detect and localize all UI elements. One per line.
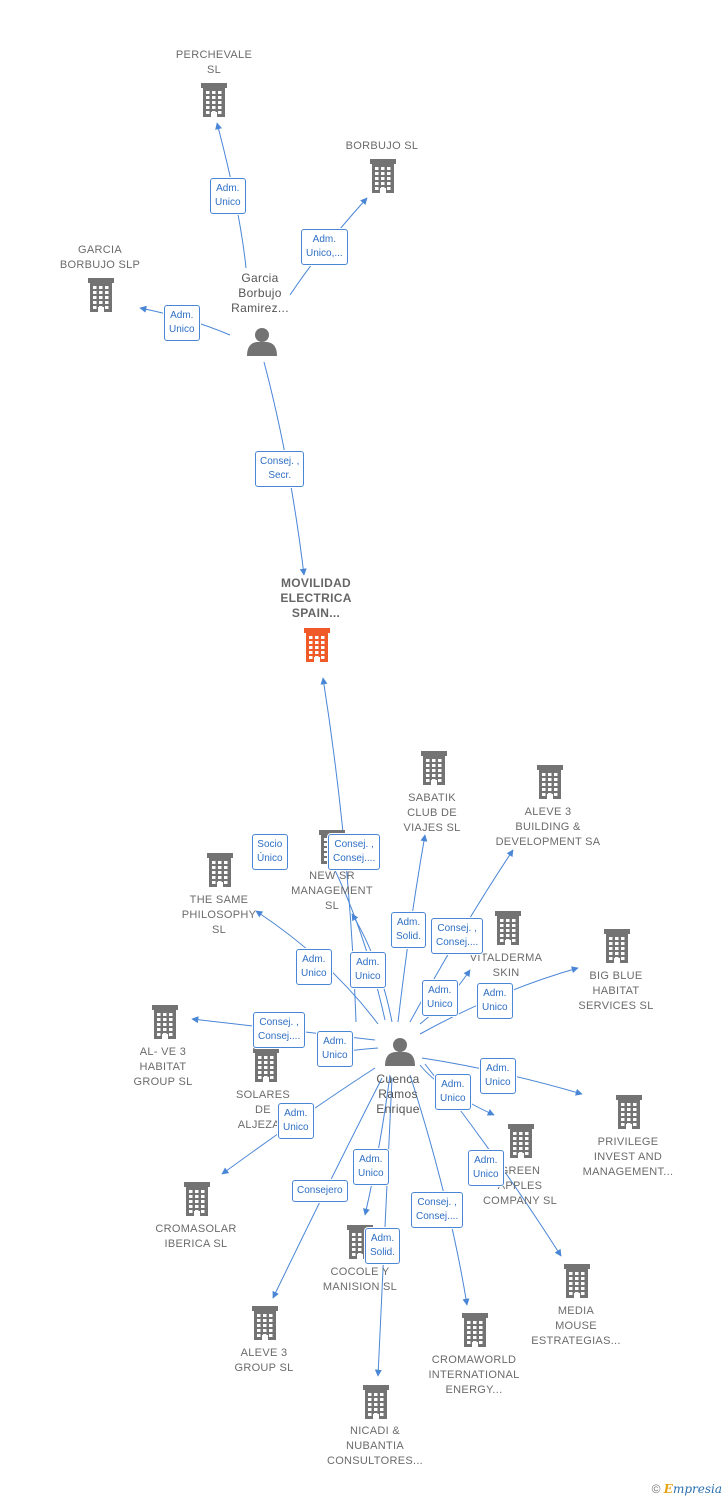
building-icon-borbujo[interactable] xyxy=(370,159,396,193)
building-icon-solares[interactable] xyxy=(253,1048,279,1082)
building-icon-aleve3-building[interactable] xyxy=(537,765,563,799)
building-icon-same-philosophy[interactable] xyxy=(207,853,233,887)
edge-cuenca-person-to-cocole xyxy=(363,1074,391,1216)
company-label-nicadi[interactable]: NICADI & NUBANTIA CONSULTORES... xyxy=(326,1425,424,1467)
building-icon-cromasolar[interactable] xyxy=(184,1182,210,1216)
building-icon-al-ve3[interactable] xyxy=(152,1005,178,1039)
person-icon-cuenca-person[interactable] xyxy=(385,1038,415,1066)
building-icon-nicadi[interactable] xyxy=(363,1385,389,1419)
building-icon-garcia-borbujo[interactable] xyxy=(88,278,114,312)
building-icon-aleve3-group[interactable] xyxy=(252,1306,278,1340)
company-label-solares[interactable]: SOLARES DE ALJEZAR xyxy=(235,1089,291,1131)
company-label-al-ve3[interactable]: AL- VE 3 HABITAT GROUP SL xyxy=(133,1046,193,1088)
copyright-symbol: © xyxy=(651,1482,661,1496)
company-label-cromaworld[interactable]: CROMAWORLD INTERNATIONAL ENERGY... xyxy=(428,1354,520,1396)
edge-label-cuenca-person-to-movilidad[interactable]: Consej. , Consej.... xyxy=(328,834,381,870)
edge-label-cuenca-person-to-al-ve3[interactable]: Consej. , Consej.... xyxy=(253,1012,306,1048)
edge-label-cuenca-person-to-sabatik[interactable]: Adm. Solid. xyxy=(391,912,427,948)
edge-label-garcia-person-to-movilidad[interactable]: Consej. , Secr. xyxy=(255,451,305,487)
building-icon-media-mouse[interactable] xyxy=(564,1264,590,1298)
company-label-aleve3-group[interactable]: ALEVE 3 GROUP SL xyxy=(234,1347,294,1374)
edge-label-cuenca-person-to-cromasolar[interactable]: Adm. Unico xyxy=(278,1103,314,1139)
building-icon-cromaworld[interactable] xyxy=(462,1313,488,1347)
edge-label-cuenca-person-to-vitalderma[interactable]: Adm. Unico xyxy=(422,980,458,1016)
person-label-cuenca-person[interactable]: Cuenca Ramos Enrique xyxy=(376,1072,420,1116)
edge-cuenca-person-to-new-sr xyxy=(329,859,386,1021)
company-label-same-philosophy[interactable]: THE SAME PHILOSOPHY SL xyxy=(181,894,257,936)
edge-label-cuenca-person-to-solares[interactable]: Adm. Unico xyxy=(317,1031,353,1067)
person-label-garcia-person[interactable]: Garcia Borbujo Ramirez... xyxy=(231,271,289,315)
edge-label-cuenca-person-to-privilege[interactable]: Adm. Unico xyxy=(480,1058,516,1094)
company-label-big-blue[interactable]: BIG BLUE HABITAT SERVICES SL xyxy=(578,970,654,1012)
person-icon-garcia-person[interactable] xyxy=(247,328,277,356)
company-label-new-sr[interactable]: NEW SR MANAGEMENT SL xyxy=(291,870,373,912)
company-label-cocole[interactable]: COCOLE Y MANISION SL xyxy=(322,1266,398,1293)
edge-label-cuenca-person-to-nicadi[interactable]: Adm. Solid. xyxy=(365,1228,401,1264)
building-icon-vitalderma[interactable] xyxy=(495,911,521,945)
building-icon-privilege[interactable] xyxy=(616,1095,642,1129)
edge-cuenca-person-to-nicadi xyxy=(374,1077,393,1377)
company-label-perchevale[interactable]: PERCHEVALE SL xyxy=(175,49,253,76)
edge-label-garcia-person-to-perchevale[interactable]: Adm. Unico xyxy=(210,178,246,214)
edge-label-cuenca-person-to-cocole[interactable]: Adm. Unico xyxy=(353,1149,389,1185)
company-label-green-apples[interactable]: GREEN APPLES COMPANY SL xyxy=(482,1165,558,1207)
edge-label-cuenca-person-to-media-mouse[interactable]: Adm. Unico xyxy=(468,1150,504,1186)
edge-label-cuenca-person-to-aleve3-building[interactable]: Consej. , Consej.... xyxy=(431,918,484,954)
company-label-aleve3-building[interactable]: ALEVE 3 BUILDING & DEVELOPMENT SA xyxy=(495,806,601,848)
building-icon-movilidad[interactable] xyxy=(304,628,330,662)
edge-label-cuenca-person-to-new-sr[interactable]: Adm. Unico xyxy=(350,952,386,988)
building-icon-green-apples[interactable] xyxy=(508,1124,534,1158)
company-label-garcia-borbujo[interactable]: GARCIA BORBUJO SLP xyxy=(59,244,141,271)
edge-label-garcia-person-to-garcia-borbujo[interactable]: Adm. Unico xyxy=(164,305,200,341)
edge-label-cuenca-person-to-same-philosophy[interactable]: Adm. Unico xyxy=(296,949,332,985)
building-icon-perchevale[interactable] xyxy=(201,83,227,117)
footer-brand[interactable]: © Empresia xyxy=(652,1482,722,1496)
company-label-media-mouse[interactable]: MEDIA MOUSE ESTRATEGIAS... xyxy=(531,1305,621,1347)
icons-layer xyxy=(88,83,642,1419)
company-label-cromasolar[interactable]: CROMASOLAR IBERICA SL xyxy=(155,1223,237,1250)
company-label-movilidad[interactable]: MOVILIDAD ELECTRICA SPAIN... xyxy=(280,576,352,620)
company-label-privilege[interactable]: PRIVILEGE INVEST AND MANAGEMENT... xyxy=(582,1136,674,1178)
edge-label-cuenca-person-to-aleve3-group[interactable]: Consejero xyxy=(292,1180,348,1202)
brand-rest: mpresia xyxy=(672,1482,722,1496)
company-label-sabatik[interactable]: SABATIK CLUB DE VIAJES SL xyxy=(403,792,461,834)
building-icon-big-blue[interactable] xyxy=(604,929,630,963)
edge-label-cuenca-person-to-green-apples[interactable]: Adm. Unico xyxy=(435,1074,471,1110)
building-icon-sabatik[interactable] xyxy=(421,751,447,785)
edge-label-cuenca-person-to-big-blue[interactable]: Adm. Unico xyxy=(477,983,513,1019)
brand-initial: E xyxy=(663,1482,673,1496)
edge-label-cuenca-person-to-cromaworld[interactable]: Consej. , Consej.... xyxy=(411,1192,464,1228)
brand-logo: Empresia xyxy=(664,1482,722,1496)
edge-label-garcia-person-to-borbujo[interactable]: Adm. Unico,... xyxy=(301,229,348,265)
company-label-borbujo[interactable]: BORBUJO SL xyxy=(345,140,419,152)
edge-label-cuenca-person-to-new-sr[interactable]: Socio Único xyxy=(252,834,288,870)
